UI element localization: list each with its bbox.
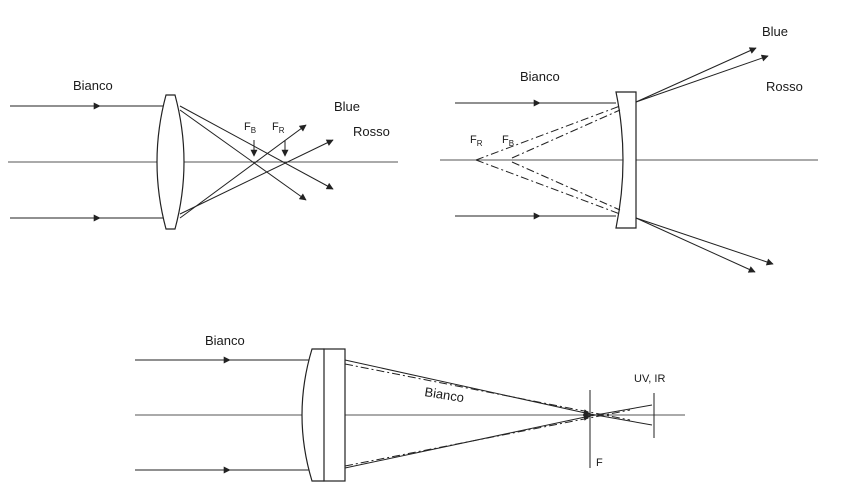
focus-red-label: FR: [470, 134, 483, 148]
virtual-ray-blue-top: [511, 109, 621, 159]
ray-top-blue: [635, 47, 757, 103]
ray-bottom-red: [635, 217, 774, 266]
focus-blue-label: FB: [502, 134, 514, 148]
achromat-flint-element: [323, 348, 346, 482]
converging-lens-panel: Bianco FB FR Blue Rosso: [8, 78, 398, 230]
virtual-ray-red-top: [475, 105, 621, 161]
biconvex-lens: [156, 94, 185, 230]
ray-blue-label: Blue: [762, 24, 788, 39]
ray-bottom-to-red: [179, 139, 334, 215]
focus-red-label: FR: [272, 121, 285, 135]
ray-top-red: [635, 54, 769, 103]
ray-bottom-blue: [635, 217, 756, 273]
diverging-lens-panel: Bianco FR FB Blue Rosso: [440, 24, 818, 273]
ray-top-solid: [344, 359, 591, 417]
ray-top-uv-ir: [344, 363, 631, 421]
ray-top-to-blue: [179, 105, 334, 190]
achromatic-doublet-panel: Bianco Bianco UV, IR F: [135, 333, 685, 482]
incoming-label: Bianco: [205, 333, 245, 348]
ray-top-continued: [589, 413, 653, 426]
uv-ir-label: UV, IR: [634, 373, 665, 385]
ray-red-label: Rosso: [353, 124, 390, 139]
inner-label: Bianco: [424, 384, 466, 405]
incoming-label: Bianco: [520, 69, 560, 84]
virtual-ray-blue-bottom: [511, 161, 621, 211]
ray-blue-label: Blue: [334, 99, 360, 114]
focus-label: F: [596, 457, 603, 469]
focus-blue-label: FB: [244, 121, 256, 135]
ray-top-to-red: [179, 109, 307, 201]
ray-red-label: Rosso: [766, 79, 803, 94]
ray-bottom-continued: [589, 404, 653, 417]
ray-bottom-to-blue: [179, 124, 307, 219]
plano-concave-lens: [615, 91, 637, 229]
virtual-ray-red-bottom: [475, 159, 621, 215]
incoming-label: Bianco: [73, 78, 113, 93]
ray-bottom-uv-ir: [344, 409, 631, 467]
